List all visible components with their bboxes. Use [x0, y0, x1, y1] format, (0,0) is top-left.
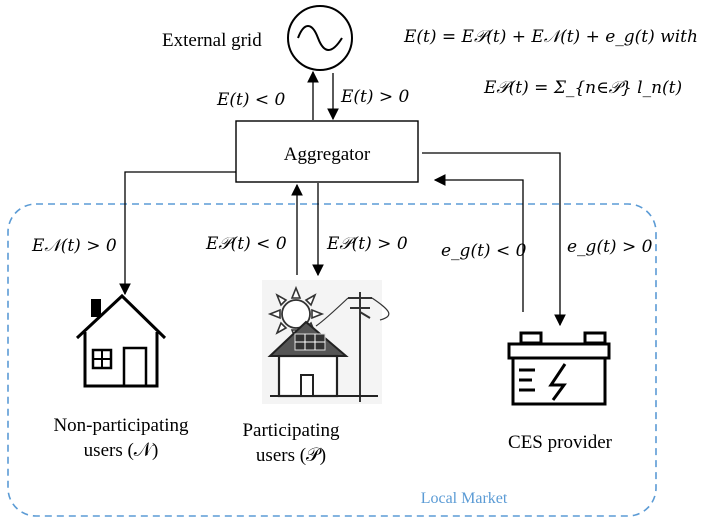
flow-participating-positive-label: E𝒫(t) > 0 — [327, 234, 408, 254]
flow-participating-negative-label: E𝒫(t) < 0 — [206, 234, 287, 254]
participating-users-label: Participating users (𝒫) — [216, 419, 366, 468]
flow-grid-out-label: E(t) < 0 — [217, 90, 286, 110]
aggregator-box — [235, 120, 419, 183]
external-grid-label: External grid — [162, 30, 262, 51]
flow-ces-negative-label: e_g(t) < 0 — [441, 241, 527, 261]
battery-icon — [507, 331, 611, 406]
participating-users-line2: users (𝒫) — [255, 444, 327, 466]
house-icon — [75, 293, 167, 388]
flow-nonparticipating-label: E𝒩(t) > 0 — [32, 236, 117, 256]
balance-equation: E(t) = E𝒫(t) + E𝒩(t) + e_g(t) with — [404, 27, 698, 47]
participating-users-line1: Participating — [242, 420, 340, 441]
nonparticipating-users-line2: users (𝒩) — [83, 439, 159, 461]
flow-ces-positive-label: e_g(t) > 0 — [567, 237, 653, 257]
local-market-label: Local Market — [420, 490, 508, 507]
arrow-to-nonparticipating — [119, 171, 236, 296]
solar-house-icon — [262, 280, 390, 404]
ces-provider-label: CES provider — [508, 432, 612, 453]
aggregator-label: Aggregator — [283, 144, 371, 165]
nonparticipating-users-label: Non-participating users (𝒩) — [36, 414, 206, 463]
ac-source-icon — [287, 5, 353, 71]
flow-grid-in-label: E(t) > 0 — [341, 87, 410, 107]
nonparticipating-users-line1: Non-participating — [53, 415, 189, 436]
participating-sum-equation: E𝒫(t) = Σ_{n∈𝒫} l_n(t) — [484, 78, 683, 98]
arrow-ces-to-aggregator — [433, 174, 524, 312]
arrow-aggregator-to-ces — [422, 152, 566, 327]
